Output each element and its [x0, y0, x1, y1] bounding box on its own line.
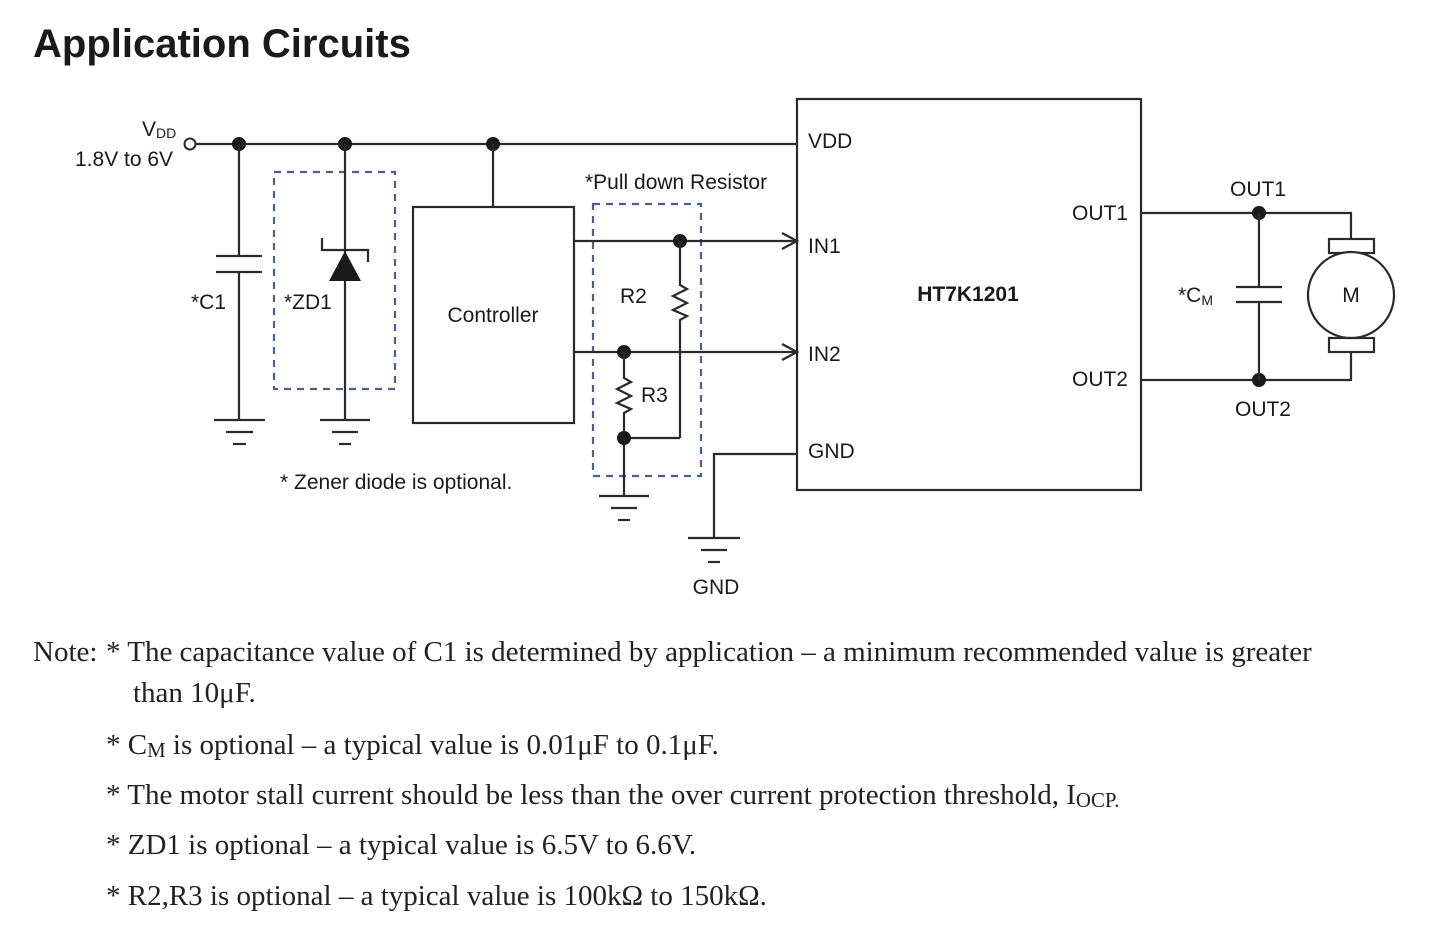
ic-ground-connection: GND — [688, 452, 797, 599]
pin-out1-label: OUT1 — [1072, 202, 1128, 225]
diode-triangle-icon — [329, 251, 361, 281]
ground-icon — [599, 494, 649, 522]
vdd-supply-terminal: VDD 1.8V to 6V — [75, 118, 197, 171]
optional-pulldown-box — [591, 202, 703, 478]
zd1-label: *ZD1 — [284, 291, 332, 314]
resistor-r2-icon — [670, 241, 690, 438]
cm-label: *CM — [1178, 284, 1213, 308]
zener-note: * Zener diode is optional. — [280, 471, 512, 494]
out2-net-label: OUT2 — [1235, 398, 1291, 421]
note-item-3: * The motor stall current should be less… — [106, 779, 1120, 813]
page-title: Application Circuits — [33, 22, 411, 66]
capacitor-cm: *CM — [1178, 213, 1282, 380]
c1-label: *C1 — [191, 291, 226, 314]
note-item-2: * CM is optional – a typical value is 0.… — [106, 729, 719, 763]
pulldown-label: *Pull down Resistor — [585, 171, 767, 194]
pin-out2-label: OUT2 — [1072, 368, 1128, 391]
capacitor-c1: *C1 — [191, 144, 265, 446]
vdd-terminal-icon — [183, 137, 197, 151]
pull-down-resistors: *Pull down Resistor R2 R3 — [574, 171, 800, 522]
note-item-1: * The capacitance value of C1 is determi… — [106, 636, 1312, 668]
pin-vdd-label: VDD — [808, 130, 852, 153]
resistor-r3-icon — [614, 352, 634, 496]
ic-body — [795, 97, 1143, 492]
note-prefix: Note: — [33, 636, 98, 668]
ground-icon — [320, 418, 370, 446]
motor-output-section: OUT1 OUT2 *CM M — [1141, 178, 1396, 421]
controller-block: Controller — [411, 144, 576, 425]
zener-diode-zd1: *ZD1 — [272, 144, 397, 446]
note-item-1-continued: than 10μF. — [133, 677, 256, 709]
vdd-range-label: 1.8V to 6V — [75, 148, 173, 171]
note-item-5: * R2,R3 is optional – a typical value is… — [106, 880, 767, 912]
r2-label: R2 — [620, 285, 647, 308]
ground-icon — [214, 418, 265, 446]
out1-net-label: OUT1 — [1230, 178, 1286, 201]
vdd-label: VDD — [142, 118, 176, 141]
pin-in2-label: IN2 — [808, 343, 841, 366]
pin-in1-label: IN1 — [808, 235, 841, 258]
application-circuit-diagram: VDD 1.8V to 6V *C1 *ZD1 * Zener diode is — [75, 97, 1396, 599]
note-item-4: * ZD1 is optional – a typical value is 6… — [106, 829, 697, 861]
ic-ht7k1201: VDD IN1 IN2 GND OUT1 OUT2 HT7K1201 — [795, 97, 1143, 492]
r3-label: R3 — [641, 384, 668, 407]
gnd-label: GND — [693, 576, 740, 599]
pin-gnd-label: GND — [808, 440, 855, 463]
ground-icon — [688, 536, 740, 564]
ic-name-label: HT7K1201 — [917, 283, 1019, 306]
controller-label: Controller — [447, 304, 538, 327]
motor-label: M — [1342, 284, 1360, 307]
motor-icon: M — [1306, 237, 1396, 354]
